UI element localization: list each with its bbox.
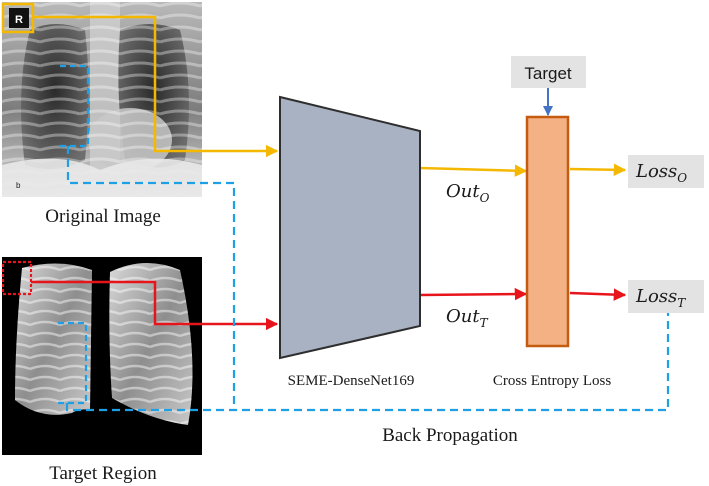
target-backprop-box xyxy=(58,321,88,405)
loss-original-arrow xyxy=(569,163,627,177)
original-image-label: Original Image xyxy=(45,206,161,227)
xray-r-marker xyxy=(9,8,29,28)
loss-target-box xyxy=(628,280,704,313)
loss-original-label: LossO xyxy=(635,161,687,185)
target-label-box xyxy=(511,56,586,88)
target-input-arrow xyxy=(31,280,279,331)
out-original-label: OutO xyxy=(446,181,490,205)
out-target-label: OutT xyxy=(446,306,489,330)
densenet-block xyxy=(279,95,421,360)
original-input-arrow xyxy=(33,15,279,158)
loss-target-label: LossT xyxy=(635,286,686,310)
out-original-arrow xyxy=(419,164,528,177)
backprop-original-line xyxy=(66,146,236,410)
target-label: Target xyxy=(524,64,572,83)
loss-original-box xyxy=(628,155,704,188)
network-label: SEME-DenseNet169 xyxy=(288,373,415,389)
target-region-label: Target Region xyxy=(49,463,157,484)
loss-target-arrow xyxy=(569,288,627,301)
backprop-main-line xyxy=(65,312,670,412)
xray-corner-mark: b xyxy=(16,181,21,190)
xray-r-marker-text: R xyxy=(15,14,23,26)
out-target-arrow xyxy=(419,287,528,301)
cross-entropy-loss-block xyxy=(525,115,570,348)
original-xray-image: R b xyxy=(2,2,202,197)
loss-block-label: Cross Entropy Loss xyxy=(493,373,612,389)
original-backprop-box xyxy=(60,64,90,148)
target-region-image xyxy=(2,257,202,455)
back-propagation-label: Back Propagation xyxy=(382,425,518,446)
